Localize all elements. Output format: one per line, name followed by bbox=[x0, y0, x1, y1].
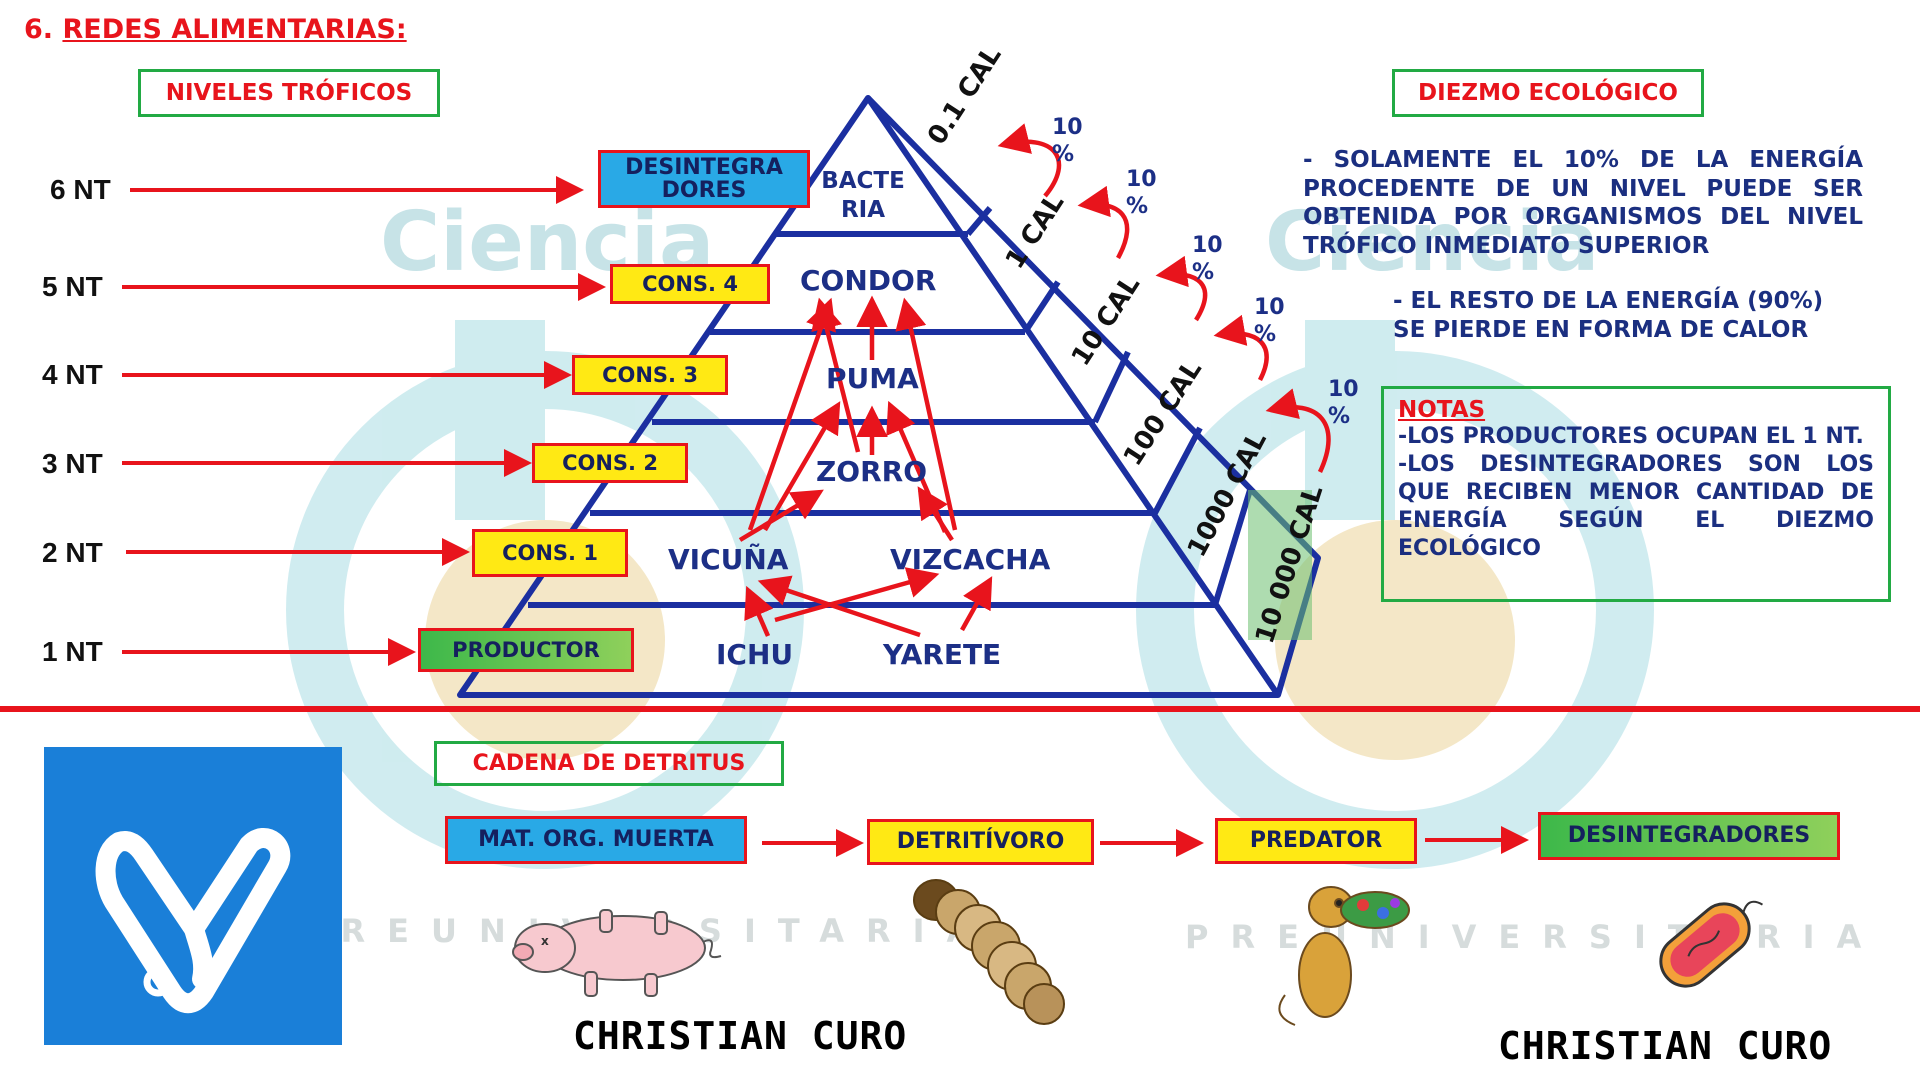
credit-left: CHRISTIAN CURO bbox=[573, 1014, 908, 1058]
meerkat-illustration bbox=[1278, 886, 1410, 1026]
organism-vizcacha: VIZCACHA bbox=[890, 543, 1051, 576]
role-box-cons1: CONS. 1 bbox=[472, 529, 628, 577]
role-box-cons3: CONS. 3 bbox=[572, 355, 728, 395]
role-box-productor: PRODUCTOR bbox=[418, 628, 634, 672]
arrow-ichu-vizcacha bbox=[774, 567, 940, 623]
credit-right: CHRISTIAN CURO bbox=[1498, 1024, 1833, 1068]
energy-arrow-5 bbox=[1265, 388, 1331, 473]
transfer-label-1: 10 % bbox=[1052, 115, 1083, 167]
detritus-box-mat-org: MAT. ORG. MUERTA bbox=[445, 816, 747, 864]
levels-title-box: NIVELES TRÓFICOS bbox=[138, 69, 440, 117]
diezmo-text-2: - EL RESTO DE LA ENERGÍA (90%) SE PIERDE… bbox=[1393, 288, 1824, 343]
organism-condor: CONDOR bbox=[800, 264, 937, 297]
transfer-label-4: 10 % bbox=[1254, 295, 1285, 347]
organism-bacteria: BACTE RIA bbox=[821, 168, 905, 223]
organism-vicuna: VICUÑA bbox=[668, 543, 789, 576]
logo-v-icon bbox=[95, 828, 291, 1014]
arrow-vicuna-zorro bbox=[738, 489, 824, 542]
notas-box: NOTAS -LOS PRODUCTORES OCUPAN EL 1 NT. -… bbox=[1381, 386, 1891, 602]
level-label-4: 4 NT bbox=[42, 359, 103, 390]
level-label-5: 5 NT bbox=[42, 271, 103, 302]
energy-arrow-3 bbox=[1155, 255, 1208, 322]
organism-yarete: YARETE bbox=[883, 638, 1002, 671]
energy-transfer-arrows bbox=[997, 123, 1331, 473]
larva-illustration bbox=[913, 879, 1065, 1025]
arrow-yarete-vicuna bbox=[757, 575, 921, 638]
pyramid-side-line-1 bbox=[965, 206, 993, 236]
pyramid-face bbox=[457, 95, 1281, 698]
arrow-vizcacha-condor bbox=[895, 297, 958, 531]
diezmo-text-1: - SOLAMENTE EL 10% DE LA ENERGÍA PROCEDE… bbox=[1303, 147, 1863, 259]
pyramid-side-line-4 bbox=[1152, 426, 1203, 515]
notas-line-1: -LOS PRODUCTORES OCUPAN EL 1 NT. bbox=[1398, 424, 1864, 449]
bacterium-illustration bbox=[1659, 900, 1763, 988]
organism-zorro: ZORRO bbox=[816, 455, 928, 488]
arrow-vizcacha-puma bbox=[886, 400, 948, 533]
arrow-yarete-vizcacha bbox=[960, 576, 993, 632]
detritus-box-detritivoro: DETRITÍVORO bbox=[867, 819, 1094, 865]
notas-title: NOTAS bbox=[1398, 397, 1486, 423]
energy-arrow-2 bbox=[1077, 185, 1130, 260]
organism-puma: PUMA bbox=[826, 362, 919, 395]
watermark-word-right: Ciencia bbox=[1265, 195, 1600, 290]
organism-ichu: ICHU bbox=[716, 638, 794, 671]
dead-pig-illustration: x bbox=[512, 909, 722, 997]
energy-arrow-4 bbox=[1213, 314, 1269, 382]
svg-text:x: x bbox=[541, 934, 549, 948]
level-arrows bbox=[122, 176, 606, 666]
diezmo-title-box: DIEZMO ECOLÓGICO bbox=[1392, 69, 1704, 117]
notas-line-2: -LOS DESINTEGRADORES SON LOS QUE RECIBEN… bbox=[1398, 452, 1874, 561]
transfer-label-2: 10 % bbox=[1126, 167, 1157, 219]
arrow-zorro-condor bbox=[811, 297, 861, 453]
section-title-text: REDES ALIMENTARIAS: bbox=[62, 14, 407, 45]
pyramid-side-edge bbox=[865, 95, 1321, 696]
role-box-cons4: CONS. 4 bbox=[610, 264, 770, 304]
transfer-label-3: 10 % bbox=[1192, 233, 1223, 285]
level-label-2: 2 NT bbox=[42, 537, 103, 568]
transfer-label-5: 10 % bbox=[1328, 377, 1359, 429]
food-web-arrows bbox=[738, 295, 993, 638]
pyramid-base-shade bbox=[1248, 490, 1312, 640]
arrow-vicuna-puma bbox=[763, 401, 841, 532]
section-title: 6. REDES ALIMENTARIAS: bbox=[24, 14, 407, 45]
pyramid-frame bbox=[457, 95, 1321, 698]
role-box-desintegradores: DESINTEGRA DORES bbox=[598, 150, 810, 208]
pyramid-side-line-2 bbox=[1022, 280, 1061, 334]
detritus-box-predator: PREDATOR bbox=[1215, 818, 1417, 864]
level-label-6: 6 NT bbox=[50, 174, 111, 205]
pyramid-side-line-3 bbox=[1092, 350, 1131, 424]
logo bbox=[44, 747, 342, 1045]
role-box-cons2: CONS. 2 bbox=[532, 443, 688, 483]
pyramid-side-line-5 bbox=[1212, 489, 1253, 606]
arrow-ichu-vicuna bbox=[744, 585, 774, 637]
detritus-arrows bbox=[762, 826, 1529, 857]
section-number: 6. bbox=[24, 14, 54, 45]
level-label-1: 1 NT bbox=[42, 636, 103, 667]
arrow-vicuna-condor bbox=[747, 297, 836, 531]
detritus-box-desintegradores: DESINTEGRADORES bbox=[1538, 812, 1840, 860]
detritus-title-box: CADENA DE DETRITUS bbox=[434, 741, 784, 786]
level-label-3: 3 NT bbox=[42, 448, 103, 479]
energy-arrow-1 bbox=[997, 123, 1062, 198]
